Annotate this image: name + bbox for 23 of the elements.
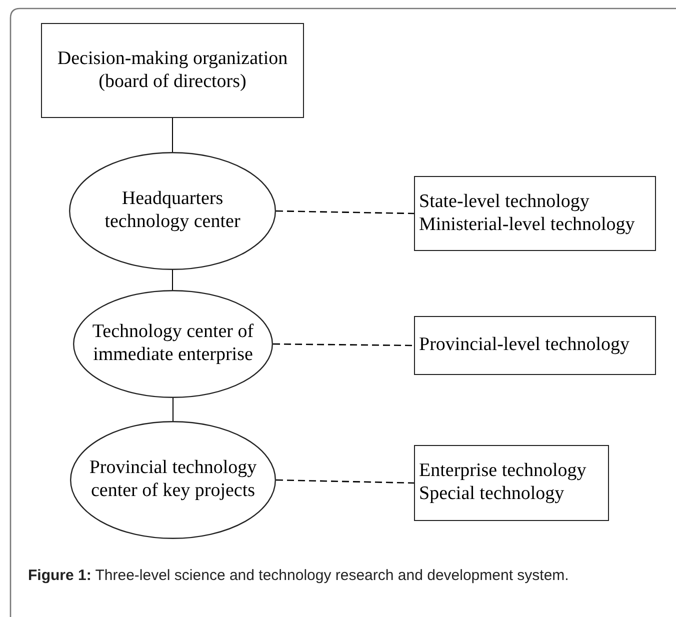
node-label: Technology center of immediate enterprise bbox=[91, 321, 255, 367]
figure-caption: Figure 1: Three-level science and technology research and development system. bbox=[28, 566, 570, 586]
text-box bbox=[414, 445, 609, 521]
ellipse-node bbox=[69, 152, 276, 270]
node-label: Provincial technology center of key projects bbox=[88, 457, 258, 503]
node-label: Ministerial-level technology bbox=[418, 214, 636, 236]
text-box bbox=[414, 176, 656, 251]
text-box bbox=[41, 23, 304, 118]
connector-line bbox=[172, 118, 173, 152]
connector-line bbox=[172, 270, 173, 290]
dashed-connector bbox=[276, 210, 414, 214]
node-label: Special technology bbox=[418, 483, 566, 506]
ellipse-node bbox=[70, 421, 276, 539]
dashed-connector bbox=[276, 479, 414, 484]
node-label: Decision-making organization (board of directors) bbox=[56, 48, 289, 94]
connector-line bbox=[172, 398, 174, 422]
node-label: Headquarters technology center bbox=[104, 188, 242, 234]
dashed-connector bbox=[273, 343, 414, 346]
ellipse-node bbox=[73, 290, 273, 398]
node-label: State-level technology bbox=[418, 190, 590, 214]
text-box bbox=[414, 316, 656, 375]
node-label: Enterprise technology bbox=[418, 460, 588, 483]
node-label: Provincial-level technology bbox=[418, 334, 631, 357]
